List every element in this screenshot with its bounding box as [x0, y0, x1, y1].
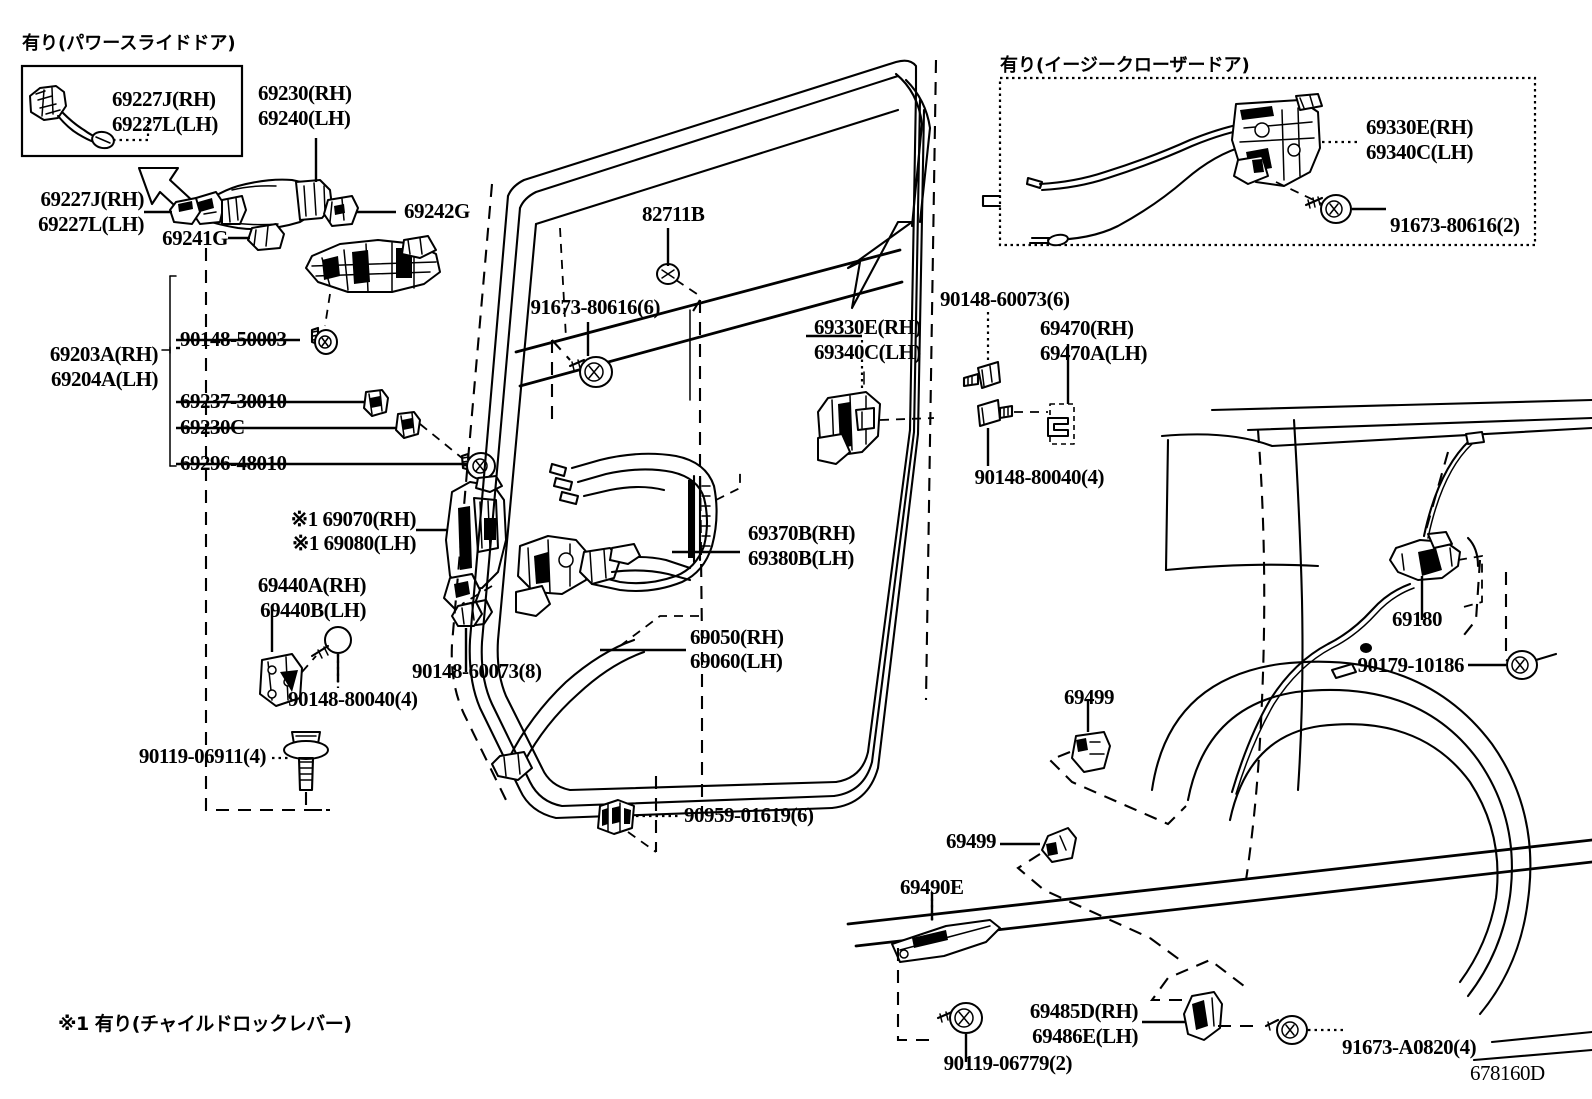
- label-90148-80040-4-left: 90148-80040(4): [288, 687, 418, 711]
- label-69340C-LH: 69340C(LH): [814, 340, 922, 364]
- label-69296-48010: 69296-48010: [180, 451, 287, 475]
- label-69242G: 69242G: [404, 199, 470, 223]
- label-69485D-RH: 69485D(RH): [1029, 999, 1139, 1023]
- inset-caption-easy-closer-door: 有り(イージークローザードア): [1000, 55, 1250, 76]
- label-90148-60073-6: 90148-60073(6): [940, 287, 1070, 311]
- label-69486E-LH: 69486E(LH): [1032, 1024, 1138, 1048]
- label-69499-upper: 69499: [1064, 685, 1115, 709]
- label-69204A-LH: 69204A(LH): [51, 367, 159, 391]
- label-91673-80616-2: 91673-80616(2): [1390, 213, 1520, 237]
- label-69227J-RH: 69227J(RH): [40, 187, 145, 211]
- label-69440A-RH: 69440A(RH): [257, 573, 367, 597]
- label-69227L-LH-inset: 69227L(LH): [112, 112, 218, 136]
- label-69070-RH: ※1 69070(RH): [290, 507, 417, 531]
- label-69230C: 69230C: [180, 415, 245, 439]
- label-90148-60073-8: 90148-60073(8): [412, 659, 542, 683]
- label-69203A-RH: 69203A(RH): [49, 342, 159, 366]
- diagram-id: 678160D: [1470, 1061, 1545, 1085]
- footnote-child-lock: ※1 有り(チャイルドロックレバー): [58, 1013, 352, 1035]
- label-69060-LH: 69060(LH): [690, 649, 783, 673]
- label-91673-A0820-4: 91673-A0820(4): [1342, 1035, 1477, 1059]
- label-69470-RH: 69470(RH): [1040, 316, 1134, 340]
- label-69380B-LH: 69380B(LH): [748, 546, 854, 570]
- label-69237-30010: 69237-30010: [180, 389, 287, 413]
- label-69080-LH: ※1 69080(LH): [291, 531, 417, 555]
- label-69470A-LH: 69470A(LH): [1040, 341, 1148, 365]
- label-69330E-RH-inset: 69330E(RH): [1366, 115, 1474, 139]
- label-90959-01619-6: 90959-01619(6): [684, 803, 814, 827]
- label-69330E-RH: 69330E(RH): [814, 315, 922, 339]
- label-90148-50003: 90148-50003: [180, 327, 287, 351]
- label-69499-lower: 69499: [946, 829, 997, 853]
- label-82711B: 82711B: [642, 202, 705, 226]
- label-90119-06911-4: 90119-06911(4): [138, 744, 267, 768]
- label-90119-06779-2: 90119-06779(2): [943, 1051, 1073, 1075]
- label-69180: 69180: [1392, 607, 1443, 631]
- label-69240-LH: 69240(LH): [258, 106, 351, 130]
- label-69050-RH: 69050(RH): [690, 625, 784, 649]
- inset-caption-power-slide-door: 有り(パワースライドドア): [22, 33, 236, 54]
- label-69440B-LH: 69440B(LH): [260, 598, 366, 622]
- label-69241G: 69241G: [162, 226, 228, 250]
- label-69340C-LH-inset: 69340C(LH): [1366, 140, 1474, 164]
- label-69230-RH: 69230(RH): [258, 81, 352, 105]
- label-69227L-LH: 69227L(LH): [38, 212, 144, 236]
- label-90179-10186: 90179-10186: [1357, 653, 1465, 677]
- label-91673-80616-6: 91673-80616(6): [530, 295, 661, 319]
- label-69227J-RH-inset: 69227J(RH): [112, 87, 216, 111]
- label-69490E: 69490E: [900, 875, 964, 899]
- label-69370B-RH: 69370B(RH): [748, 521, 856, 545]
- label-90148-80040-4-right: 90148-80040(4): [974, 465, 1105, 489]
